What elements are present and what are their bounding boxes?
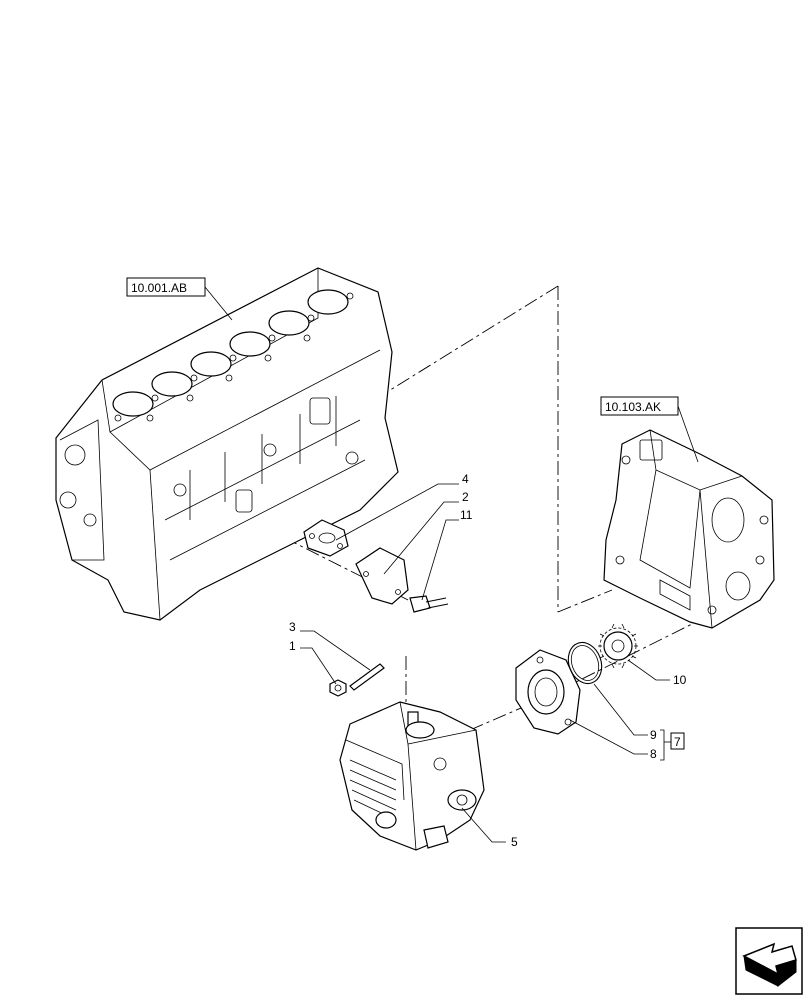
callout-leaders	[300, 483, 672, 843]
callout-7: 7	[674, 735, 681, 749]
part-11-bolt	[409, 595, 449, 613]
callout-1: 1	[289, 639, 296, 653]
callout-2: 2	[462, 490, 469, 504]
timing-cover	[603, 429, 775, 629]
part-10-gear	[598, 623, 638, 669]
reference-cover-label[interactable]: 10.103.AK	[600, 396, 679, 416]
callout-5: 5	[511, 835, 518, 849]
reference-cover-leader	[677, 405, 699, 463]
callout-11: 11	[460, 508, 473, 522]
part-1-nut	[329, 679, 347, 697]
callout-4: 4	[462, 472, 469, 486]
next-page-arrow-icon[interactable]	[735, 927, 803, 995]
part-2-cover-plate	[355, 547, 409, 605]
callout-8: 8	[650, 747, 657, 761]
part-3-stud	[349, 663, 385, 691]
reference-cover-text: 10.103.AK	[605, 400, 661, 414]
part-5-fuel-pump	[339, 701, 485, 851]
callout-7-box: 7	[670, 732, 685, 750]
part-4-gasket	[303, 519, 349, 557]
reference-block-leader	[204, 286, 233, 321]
reference-block-label[interactable]: 10.001.AB	[126, 277, 206, 297]
part-8-flange	[515, 649, 581, 735]
part-9-o-ring	[567, 641, 603, 685]
callout-9: 9	[650, 728, 657, 742]
callout-3: 3	[289, 620, 296, 634]
callout-10: 10	[673, 673, 687, 687]
engine-block	[55, 267, 399, 621]
reference-block-text: 10.001.AB	[131, 281, 187, 295]
